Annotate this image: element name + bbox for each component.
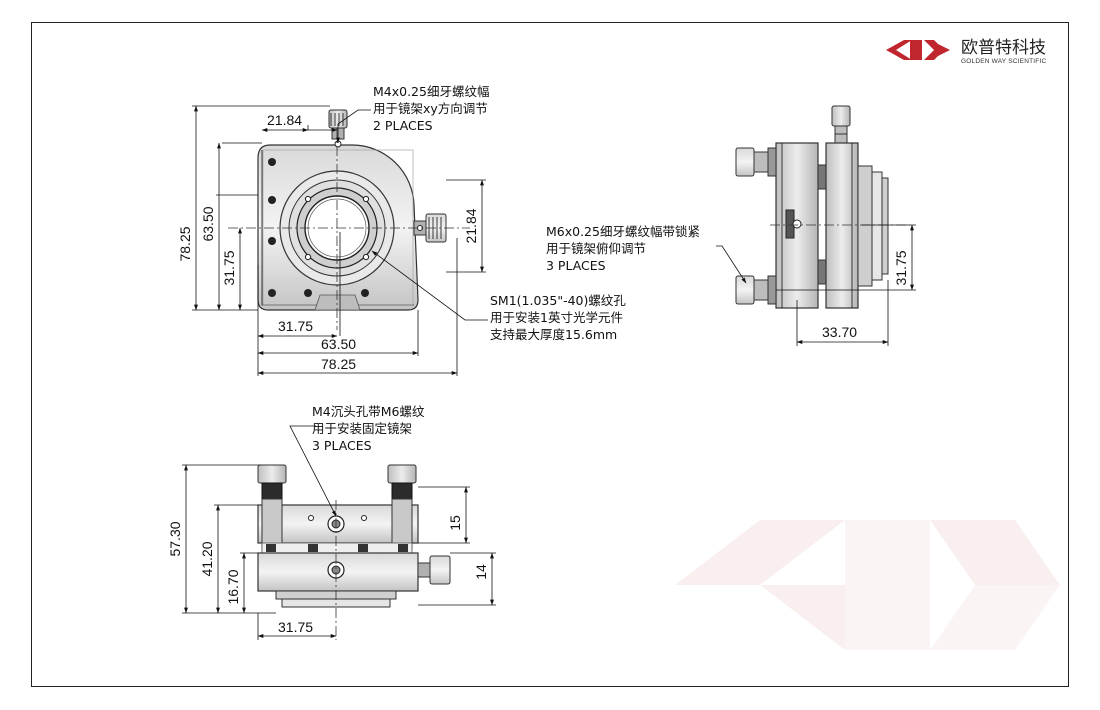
note-side-line2: 用于镜架俯仰调节 <box>546 241 646 256</box>
dim-front-height-total: 78.25 <box>177 226 193 261</box>
brand-mark-icon <box>886 40 950 60</box>
note-top-line3: 2 PLACES <box>373 118 433 133</box>
brand-name-en: GOLDEN WAY SCIENTIFIC <box>961 58 1046 65</box>
dim-bottom-width-half: 31.75 <box>278 619 313 635</box>
note-bottom-line3: 3 PLACES <box>312 438 372 453</box>
dim-bottom-height-mid: 41.20 <box>199 541 215 576</box>
bottom-view: 57.30 41.20 16.70 15 14 31.75 M4沉头孔带M6螺纹… <box>167 404 496 640</box>
dim-front-width-mid: 63.50 <box>321 336 356 352</box>
note-sm1-line3: 支持最大厚度15.6mm <box>490 327 617 342</box>
dim-side-height-half: 31.75 <box>893 250 909 285</box>
watermark-logo <box>675 520 1060 650</box>
drawing-border <box>31 22 1069 687</box>
dim-front-width-half: 31.75 <box>278 318 313 334</box>
brand-name-cn: 欧普特科技 <box>961 38 1046 58</box>
dim-bottom-height-low: 16.70 <box>225 569 241 604</box>
note-sm1-line1: SM1(1.035"-40)螺纹孔 <box>490 293 626 308</box>
note-bottom-line2: 用于安装固定镜架 <box>312 421 412 436</box>
dim-front-width-total: 78.25 <box>321 356 356 372</box>
note-bottom-line1: M4沉头孔带M6螺纹 <box>312 404 425 419</box>
front-view: 21.84 78.25 63.50 31.75 21.84 31.75 63.5… <box>177 84 626 376</box>
note-side-line3: 3 PLACES <box>546 258 606 273</box>
dim-side-depth: 33.70 <box>822 324 857 340</box>
dim-front-top-offset: 21.84 <box>267 112 302 128</box>
dim-front-height-mid: 63.50 <box>200 206 216 241</box>
note-top-line2: 用于镜架xy方向调节 <box>373 101 488 116</box>
note-top-line1: M4x0.25细牙螺纹幅 <box>373 84 489 99</box>
note-side-line1: M6x0.25细牙螺纹幅带锁紧 <box>546 224 700 239</box>
dim-front-right-offset: 21.84 <box>463 208 479 243</box>
note-sm1-line2: 用于安装1英寸光学元件 <box>490 310 623 325</box>
brand-logo: 欧普特科技 GOLDEN WAY SCIENTIFIC <box>886 38 1046 65</box>
dim-bottom-lower-gap: 14 <box>473 564 489 580</box>
dim-bottom-upper-gap: 15 <box>447 515 463 531</box>
side-view: 31.75 33.70 M6x0.25细牙螺纹幅带锁紧 用于镜架俯仰调节 3 P… <box>546 105 916 346</box>
dim-front-height-half: 31.75 <box>221 250 237 285</box>
dim-bottom-height-total: 57.30 <box>167 521 183 556</box>
